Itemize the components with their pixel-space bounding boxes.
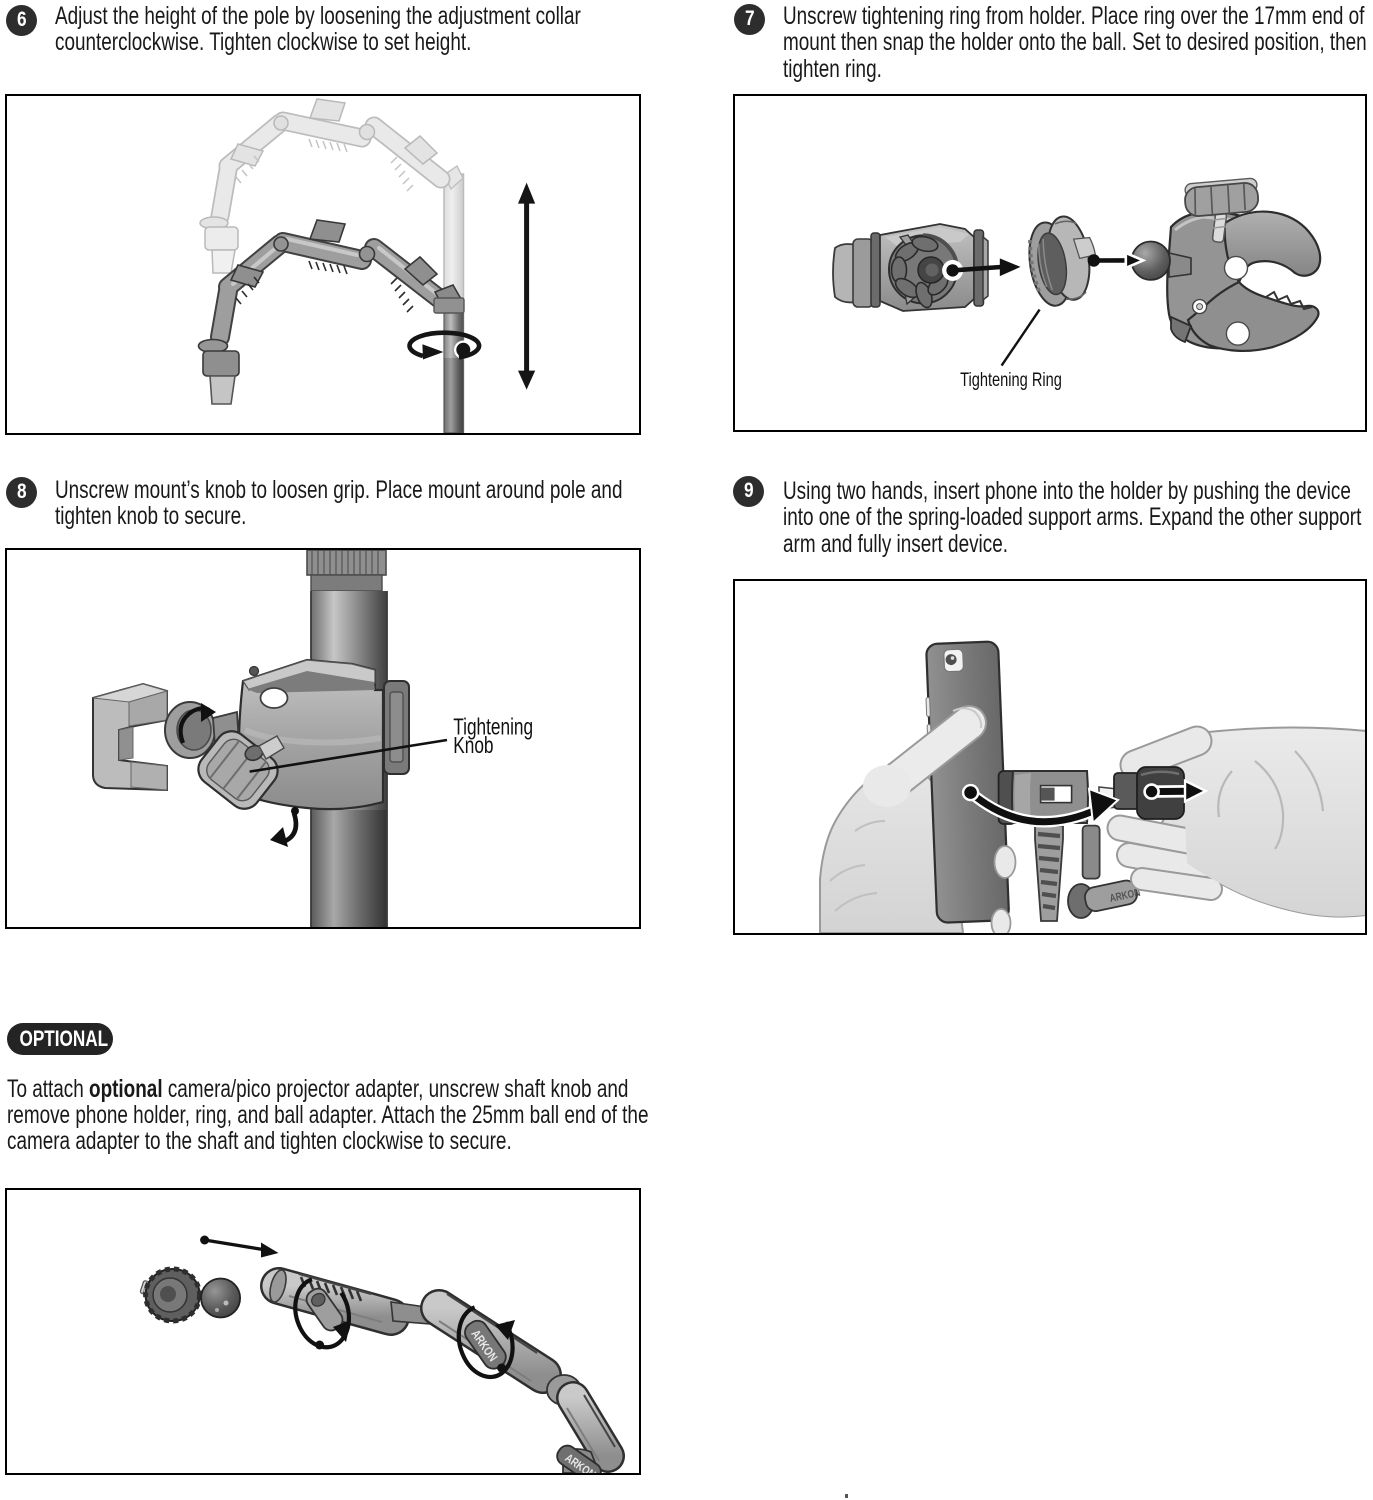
svg-text:Tightening Ring: Tightening Ring (960, 368, 1062, 391)
svg-text:Knob: Knob (453, 734, 493, 759)
svg-text:Tightening: Tightening (453, 715, 533, 740)
